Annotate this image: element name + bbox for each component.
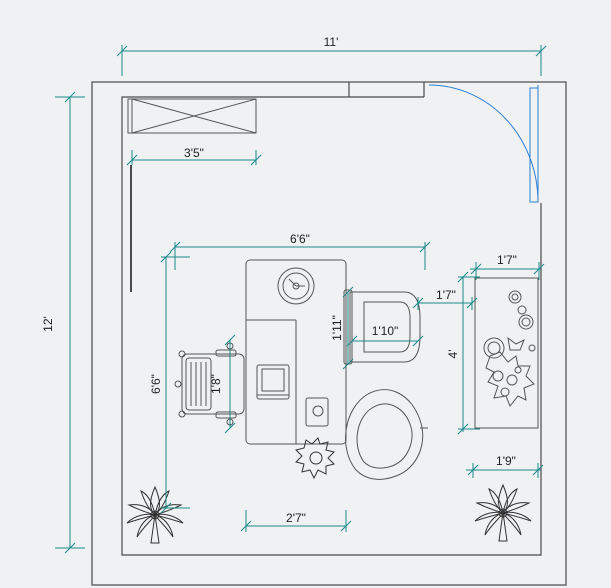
armchair-icon [345, 389, 428, 480]
desk-icon [245, 259, 347, 445]
sideboard-width-label: 1'7" [497, 253, 517, 267]
decor-icon [483, 336, 536, 407]
desk-chair-label: 1'8" [209, 374, 223, 394]
storage-unit-icon [127, 98, 257, 134]
desk-width-label: 2'7" [286, 511, 306, 525]
desk-length-label: 6'6" [290, 232, 310, 246]
laptop-icon [256, 364, 290, 400]
potted-plant-icon [474, 484, 532, 542]
door-swing-icon [428, 84, 539, 203]
sideboard-icon [474, 277, 539, 429]
room-length-label: 12' [41, 316, 55, 332]
clock-icon [277, 267, 315, 305]
office-chair-icon [174, 342, 245, 426]
sideboard-length-label: 4' [446, 350, 460, 359]
desk-span-vertical-label: 6'6" [149, 374, 163, 394]
room-width-label: 11' [324, 35, 339, 49]
potted-plant-icon [295, 437, 335, 480]
guest-chair-width-label: 1'10" [372, 324, 399, 338]
dimension-labels: 11' 12' 3'5" 6'6" 6'6" 1'8" 1'11" 1'10" … [41, 34, 517, 525]
walls [91, 81, 567, 586]
potted-plant-icon [126, 486, 184, 544]
door-panel [529, 87, 539, 203]
guest-chair-icon [343, 289, 421, 365]
dimension-lines [55, 45, 547, 554]
inner-wall [121, 96, 542, 556]
outer-wall [91, 81, 567, 586]
storage-width-label: 3'5" [184, 146, 204, 160]
sideboard-gap-label: 1'7" [436, 288, 456, 302]
door-arc [428, 84, 539, 203]
decor-icon [305, 397, 329, 427]
guest-chair-depth-label: 1'11" [330, 315, 344, 341]
plant-width-label: 1'9" [496, 454, 516, 468]
